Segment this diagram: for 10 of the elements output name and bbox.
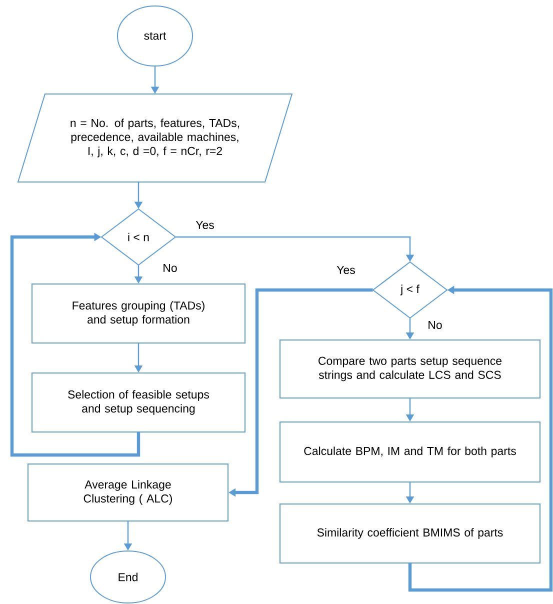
process-box: Selection of feasible setups and setup sequencing <box>32 372 246 432</box>
process-box: Similarity coefficient BMIMS of parts <box>280 504 540 564</box>
process-box: Compare two parts setup sequence strings and calculate LCS and SCS <box>280 340 540 398</box>
process-box: Features grouping (TADs) and setup formation <box>32 284 246 344</box>
process-box: Calculate BPM, IM and TM for both parts <box>280 422 540 482</box>
edge-label: Yes <box>194 220 216 230</box>
arrow <box>10 232 140 457</box>
edge-label: Yes <box>336 264 356 275</box>
process-box: Average Linkage Clustering ( ALC) <box>28 464 228 522</box>
edge-label: No <box>426 320 444 330</box>
